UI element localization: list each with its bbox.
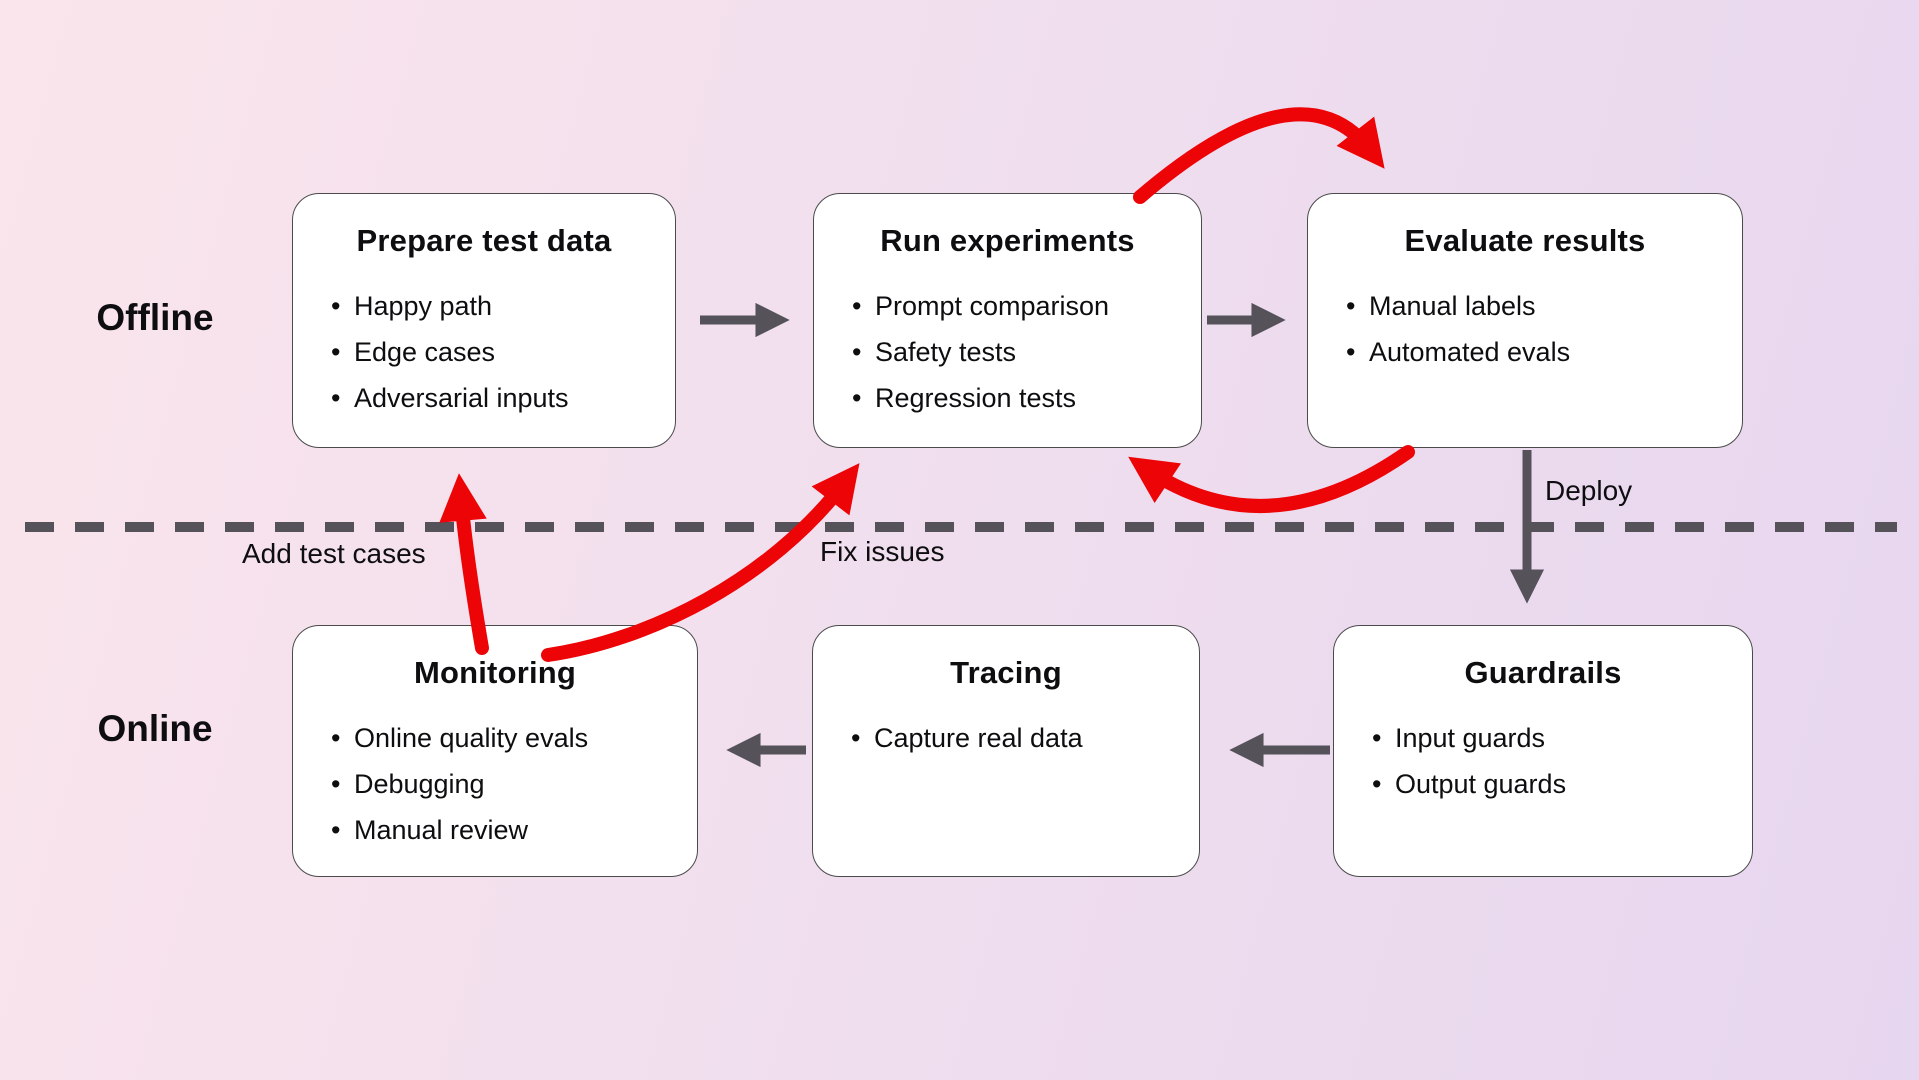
bullet-item: Happy path: [331, 283, 665, 329]
fix-issues-label: Fix issues: [820, 536, 945, 567]
box-tracing: Tracing Capture real data: [812, 625, 1200, 877]
box-prepare-title: Prepare test data: [356, 223, 612, 258]
bullet-item: Output guards: [1372, 761, 1742, 807]
box-monitoring-title: Monitoring: [413, 655, 577, 690]
box-monitoring: Monitoring Online quality evals Debuggin…: [292, 625, 698, 877]
box-prepare-test-data: Prepare test data Happy path Edge cases …: [292, 193, 676, 448]
box-run-bullets: Prompt comparison Safety tests Regressio…: [814, 283, 1201, 421]
box-run-title: Run experiments: [880, 223, 1135, 258]
bullet-item: Online quality evals: [331, 715, 687, 761]
bullet-item: Adversarial inputs: [331, 375, 665, 421]
box-tracing-bullets: Capture real data: [813, 715, 1199, 761]
deploy-label: Deploy: [1545, 475, 1633, 506]
box-evaluate-results: Evaluate results Manual labels Automated…: [1307, 193, 1743, 448]
lane-label-online: Online: [97, 708, 213, 749]
bullet-item: Prompt comparison: [852, 283, 1191, 329]
bullet-item: Edge cases: [331, 329, 665, 375]
bullet-item: Capture real data: [851, 715, 1189, 761]
box-run-experiments: Run experiments Prompt comparison Safety…: [813, 193, 1202, 448]
box-guardrails: Guardrails Input guards Output guards: [1333, 625, 1753, 877]
add-test-cases-label: Add test cases: [242, 538, 426, 569]
bullet-item: Manual review: [331, 807, 687, 853]
cycle-arrow-run-to-evaluate: [1133, 107, 1385, 204]
box-tracing-title: Tracing: [950, 655, 1062, 690]
bullet-item: Debugging: [331, 761, 687, 807]
bullet-item: Automated evals: [1346, 329, 1732, 375]
box-monitoring-bullets: Online quality evals Debugging Manual re…: [293, 715, 697, 853]
bullet-item: Regression tests: [852, 375, 1191, 421]
box-prepare-bullets: Happy path Edge cases Adversarial inputs: [293, 283, 675, 421]
bullet-item: Safety tests: [852, 329, 1191, 375]
bullet-item: Input guards: [1372, 715, 1742, 761]
box-guardrails-title: Guardrails: [1464, 655, 1622, 690]
box-evaluate-bullets: Manual labels Automated evals: [1308, 283, 1742, 375]
box-guardrails-bullets: Input guards Output guards: [1334, 715, 1752, 807]
bullet-item: Manual labels: [1346, 283, 1732, 329]
lane-label-offline: Offline: [96, 297, 214, 338]
cycle-arrow-evaluate-to-run: [1128, 445, 1415, 513]
box-evaluate-title: Evaluate results: [1404, 223, 1646, 258]
